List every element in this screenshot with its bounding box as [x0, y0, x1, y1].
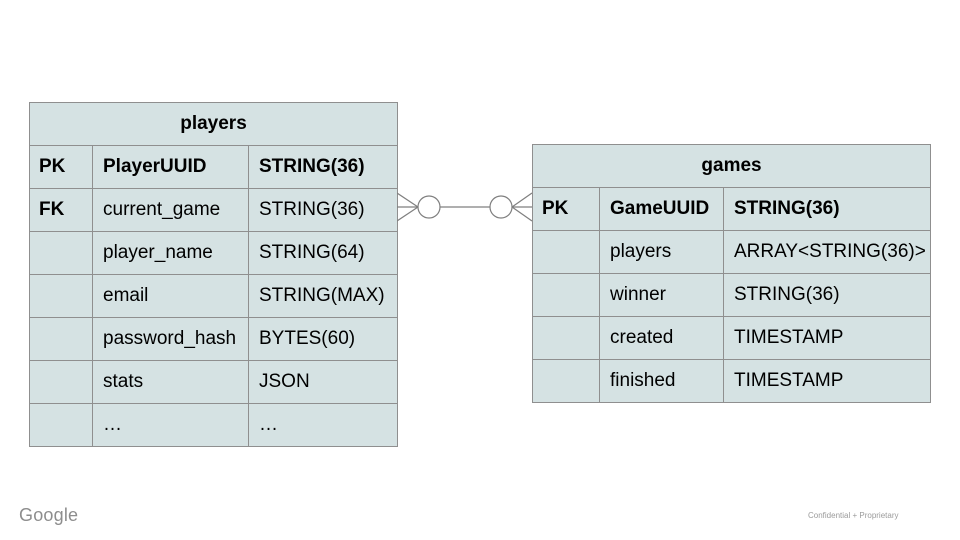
- players-title-row: players: [29, 102, 398, 146]
- field-name-cell: created: [599, 316, 724, 360]
- field-type-cell: STRING(36): [248, 188, 398, 232]
- field-type-cell: STRING(36): [722, 273, 932, 317]
- table-row: player_name STRING(64): [29, 231, 398, 275]
- players-table-title: players: [29, 102, 398, 146]
- field-type-cell: ARRAY<STRING(36)>: [722, 230, 932, 274]
- field-name-cell: password_hash: [92, 317, 249, 361]
- key-cell: [29, 274, 93, 318]
- table-row: winner STRING(36): [532, 273, 932, 317]
- crows-foot-left-icon: [397, 192, 419, 222]
- field-type-cell: STRING(36): [248, 145, 398, 189]
- field-name-cell: …: [92, 403, 249, 447]
- field-type-cell: STRING(MAX): [248, 274, 398, 318]
- confidential-label: Confidential + Proprietary: [808, 511, 899, 520]
- games-entity-table: games PK GameUUID STRING(36) players ARR…: [531, 144, 932, 403]
- key-cell: [532, 273, 600, 317]
- table-row: password_hash BYTES(60): [29, 317, 398, 361]
- crows-foot-right-icon: [511, 192, 532, 222]
- table-row: finished TIMESTAMP: [532, 359, 932, 403]
- table-row: email STRING(MAX): [29, 274, 398, 318]
- table-row: created TIMESTAMP: [532, 316, 932, 360]
- relationship-connector: [397, 192, 532, 222]
- key-cell: [532, 230, 600, 274]
- table-row: PK GameUUID STRING(36): [532, 187, 932, 231]
- table-row: … …: [29, 403, 398, 447]
- field-type-cell: TIMESTAMP: [722, 316, 932, 360]
- field-name-cell: winner: [599, 273, 724, 317]
- field-name-cell: email: [92, 274, 249, 318]
- field-name-cell: player_name: [92, 231, 249, 275]
- key-cell: PK: [532, 187, 600, 231]
- field-name-cell: stats: [92, 360, 249, 404]
- key-cell: [29, 360, 93, 404]
- field-name-cell: players: [599, 230, 724, 274]
- field-name-cell: current_game: [92, 188, 249, 232]
- optional-circle-left-icon: [417, 195, 441, 219]
- field-type-cell: BYTES(60): [248, 317, 398, 361]
- key-cell: [532, 316, 600, 360]
- optional-circle-right-icon: [489, 195, 513, 219]
- key-cell: [532, 359, 600, 403]
- players-entity-table: players PK PlayerUUID STRING(36) FK curr…: [29, 102, 398, 447]
- table-row: players ARRAY<STRING(36)>: [532, 230, 932, 274]
- games-table-title: games: [531, 144, 932, 188]
- key-cell: [29, 317, 93, 361]
- field-type-cell: TIMESTAMP: [722, 359, 932, 403]
- key-cell: PK: [29, 145, 93, 189]
- google-logo: Google: [19, 505, 79, 525]
- table-row: PK PlayerUUID STRING(36): [29, 145, 398, 189]
- field-type-cell: JSON: [248, 360, 398, 404]
- field-type-cell: STRING(64): [248, 231, 398, 275]
- key-cell: [29, 231, 93, 275]
- field-type-cell: …: [248, 403, 398, 447]
- games-title-row: games: [531, 144, 932, 188]
- table-row: stats JSON: [29, 360, 398, 404]
- field-type-cell: STRING(36): [722, 187, 932, 231]
- key-cell: [29, 403, 93, 447]
- table-row: FK current_game STRING(36): [29, 188, 398, 232]
- field-name-cell: PlayerUUID: [92, 145, 249, 189]
- field-name-cell: finished: [599, 359, 724, 403]
- key-cell: FK: [29, 188, 93, 232]
- field-name-cell: GameUUID: [599, 187, 724, 231]
